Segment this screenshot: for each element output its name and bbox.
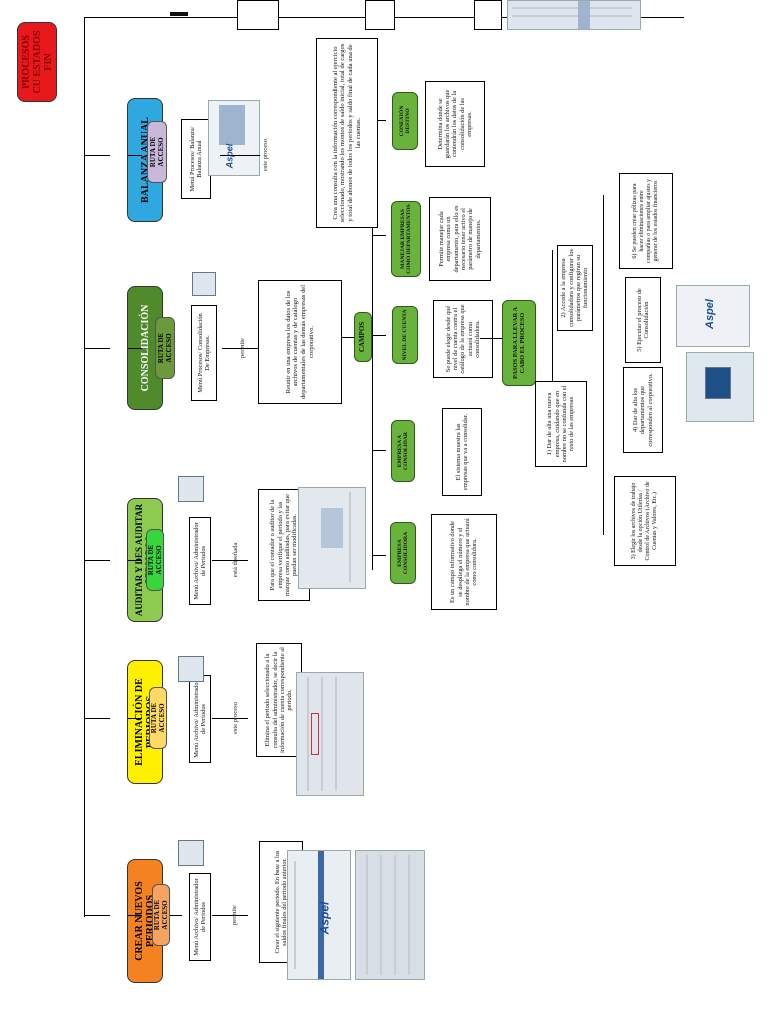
connector-consolidacion: permite xyxy=(238,338,246,358)
screenshot-paso-5: Aspel xyxy=(676,285,750,347)
connector-crear: permite xyxy=(230,905,238,925)
pasos-label: PASOS PARA LLEVAR A CABO EL PROCESO xyxy=(502,300,536,386)
desc-consolidacion: Reunir en una empresa los datos de los a… xyxy=(258,280,342,404)
paso-2: 2) Accede a la empresa consolidadora y c… xyxy=(557,245,593,331)
calendar-icon xyxy=(192,272,216,296)
line-elim-ruta xyxy=(128,718,142,719)
line-auditar-ruta xyxy=(128,560,142,561)
connector-auditar: está diseñada xyxy=(231,542,239,578)
line-crear-ruta xyxy=(128,915,142,916)
top-box-3 xyxy=(474,0,502,30)
screenshot-crear-2 xyxy=(355,850,425,980)
line-campo-3 xyxy=(372,335,386,336)
aspel-logo: Aspel xyxy=(317,901,332,935)
branch-line-consolidacion xyxy=(84,348,110,349)
paso-4: 4) Dar de alta los departamentos que cor… xyxy=(623,367,663,453)
line-elim-connector xyxy=(212,718,248,719)
line-consol-connector xyxy=(222,348,264,349)
campos-label: CAMPOS xyxy=(354,312,372,362)
line-to-pasos xyxy=(480,338,504,339)
line-to-campos xyxy=(342,337,356,338)
screenshot-paso-4 xyxy=(686,352,754,422)
screenshot-auditar xyxy=(298,487,366,589)
campo-empresa-consolidora: EMPRESA CONSOLIDORA xyxy=(390,522,416,584)
top-screenshot xyxy=(507,0,641,30)
campo-nivel-cuenta: NIVEL DE CUENTA xyxy=(392,306,418,364)
branch-line-auditar xyxy=(84,560,110,561)
menu-auditar: Menú Archivo/ Administrador de Periodos xyxy=(189,517,211,605)
screenshot-crear-1: Aspel xyxy=(287,850,351,980)
menu-balanza: Menú Procesos/ Balanza/ Balanza Anual xyxy=(181,119,211,199)
campo-empresa-consolidar: EMPRESA A CONSOLIDAR xyxy=(391,420,415,482)
menu-crear: Menú Archivo/ Administrador de Periodos xyxy=(189,873,211,961)
ruta-eliminacion: RUTA DE ACCESO xyxy=(149,687,167,749)
campo-conexion-destino: CONEXIÓN DESTINO xyxy=(392,92,418,150)
screenshot-balanza: Aspel xyxy=(208,100,260,176)
line-crear-menu xyxy=(170,915,182,916)
campo-nivel-cuenta-desc: Se puede elegir desde qué nivel de cuent… xyxy=(433,300,493,378)
branch-line-balanza xyxy=(84,155,110,156)
ruta-auditar: RUTA DE ACCESO xyxy=(146,529,164,591)
top-box xyxy=(237,0,279,30)
line-campo-2 xyxy=(372,450,386,451)
campo-empresa-consolidora-desc: Es un campo informativo donde se desplie… xyxy=(431,514,497,610)
ruta-consolidacion: RUTA DE ACCESO xyxy=(155,317,175,379)
main-trunk-line xyxy=(84,17,85,917)
pasos-vertical xyxy=(552,250,553,450)
branch-line-eliminacion xyxy=(84,718,110,719)
campo-empresa-consolidar-desc: El sistema muestra las empresas que va a… xyxy=(442,408,482,496)
top-dash xyxy=(170,12,188,16)
menu-eliminacion: Menú Archivo/ Administrador de Periodos xyxy=(189,675,211,763)
desc-balanza: Crea una consulta con la información cor… xyxy=(316,38,378,228)
campo-manejar-empresas: MANEJAR EMPRESAS COMO DEPARTAMENTOS xyxy=(391,201,421,277)
line-balanza-connector xyxy=(220,155,260,156)
paso-1: 1) Dar de alta una nueva empresa, cuidan… xyxy=(535,381,587,467)
paso-6: 6) Se pueden crear pólizas para hacer el… xyxy=(619,173,673,269)
connector-balanza: este proceso xyxy=(261,139,269,171)
line-campo-4 xyxy=(372,235,386,236)
paso-3: 3) Elegir los archivos de trabajo desde … xyxy=(614,476,676,566)
line-campo-5 xyxy=(372,120,386,121)
line-auditar-connector xyxy=(212,560,248,561)
top-box-2 xyxy=(365,0,395,30)
ruta-crear: RUTA DE ACCESO xyxy=(152,884,170,946)
folder-icon-2 xyxy=(178,656,204,682)
ruta-balanza: RUTA DE ACCESO xyxy=(147,121,167,183)
line-campo-1 xyxy=(372,555,386,556)
campos-vertical xyxy=(372,130,373,570)
branch-line-crear xyxy=(84,915,110,916)
screenshot-eliminacion xyxy=(296,672,364,796)
main-title: PROCESOS CU ESTADOS FIN xyxy=(17,22,57,102)
line-crear-permite xyxy=(212,915,248,916)
line-consol-ruta xyxy=(128,348,142,349)
campo-manejar-empresas-desc: Permite manejar cada empresa como un dep… xyxy=(429,197,491,281)
campo-conexion-destino-desc: Determina donde se guardarán los archivo… xyxy=(425,81,485,167)
folder-icon xyxy=(178,840,204,866)
table-icon xyxy=(178,476,204,502)
menu-consolidacion: Menú Procesos/ Consolidación De Empresas… xyxy=(191,305,217,401)
connector-eliminacion: este proceso xyxy=(231,702,239,734)
pasos-lower-vertical xyxy=(603,195,604,535)
paso-5: 5) Ejecutar el proceso de Consolidación xyxy=(625,277,661,363)
line-balanza-ruta xyxy=(128,155,142,156)
